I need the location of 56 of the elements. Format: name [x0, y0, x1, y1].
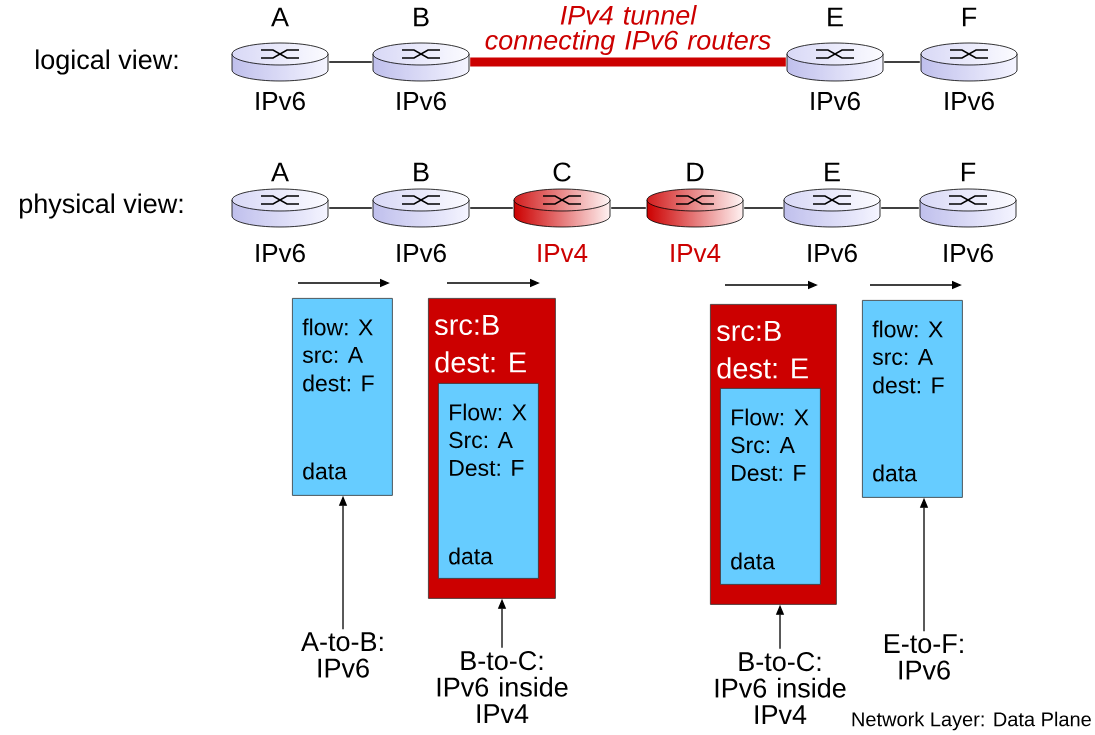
header-field: dest: F: [873, 376, 944, 394]
router-name: C: [553, 162, 571, 182]
link-line: [469, 207, 514, 209]
router-name: B: [414, 7, 429, 27]
protocol-label: IPv6: [256, 243, 305, 263]
header-field: src:B: [435, 314, 499, 336]
header-field: Dest: F: [450, 459, 524, 476]
link-line: [328, 207, 373, 209]
router-name: E: [828, 7, 843, 27]
link-line: [328, 61, 373, 63]
protocol-label: IPv4: [671, 244, 721, 262]
header-field: Flow: X: [732, 408, 809, 426]
header-field: flow: X: [872, 320, 943, 338]
payload-label: data: [873, 464, 917, 482]
link-line: [743, 207, 784, 209]
router-name: E: [825, 162, 840, 182]
protocol-label: IPv6: [811, 91, 860, 111]
header-field: dest: E: [435, 351, 526, 373]
header-field: Dest: F: [732, 464, 806, 481]
footer-text: Network Layer: Data Plane: [852, 711, 1091, 731]
view-label: logical view:: [36, 49, 178, 75]
view-label: physical view:: [20, 193, 183, 219]
header-field: src:B: [717, 320, 781, 342]
caption: B-to-C: IPv6 inside IPv4: [715, 652, 846, 724]
router-name: D: [687, 162, 704, 182]
link-line: [610, 207, 647, 209]
header-field: Src: A: [731, 436, 795, 454]
router-name: F: [962, 7, 977, 27]
payload-label: data: [449, 547, 493, 565]
link-line: [880, 207, 920, 209]
caption: E-to-F: IPv6: [884, 634, 963, 680]
header-field: Src: A: [449, 431, 513, 449]
caption: B-to-C: IPv6 inside IPv4: [437, 651, 568, 723]
payload-label: data: [731, 552, 775, 570]
protocol-label: IPv6: [397, 91, 446, 111]
link-line: [883, 61, 921, 63]
edge-label: IPv4 tunnel connecting IPv6 routers: [473, 4, 783, 56]
tunnel-line: [470, 57, 786, 67]
header-field: flow: X: [302, 318, 373, 336]
protocol-label: IPv6: [397, 243, 446, 263]
protocol-label: IPv4: [538, 244, 588, 262]
header-field: dest: E: [717, 357, 808, 379]
header-field: src: A: [302, 346, 364, 363]
header-field: src: A: [872, 348, 934, 365]
header-field: dest: F: [303, 374, 374, 392]
router-name: A: [271, 162, 289, 182]
protocol-label: IPv6: [808, 243, 857, 263]
caption: A-to-B: IPv6: [301, 632, 383, 678]
router-name: A: [271, 7, 289, 27]
protocol-label: IPv6: [944, 243, 993, 263]
payload-label: data: [303, 462, 347, 480]
router-name: B: [414, 162, 429, 182]
protocol-label: IPv6: [256, 91, 305, 111]
protocol-label: IPv6: [945, 91, 994, 111]
header-field: Flow: X: [450, 403, 527, 421]
router-name: F: [961, 162, 976, 182]
